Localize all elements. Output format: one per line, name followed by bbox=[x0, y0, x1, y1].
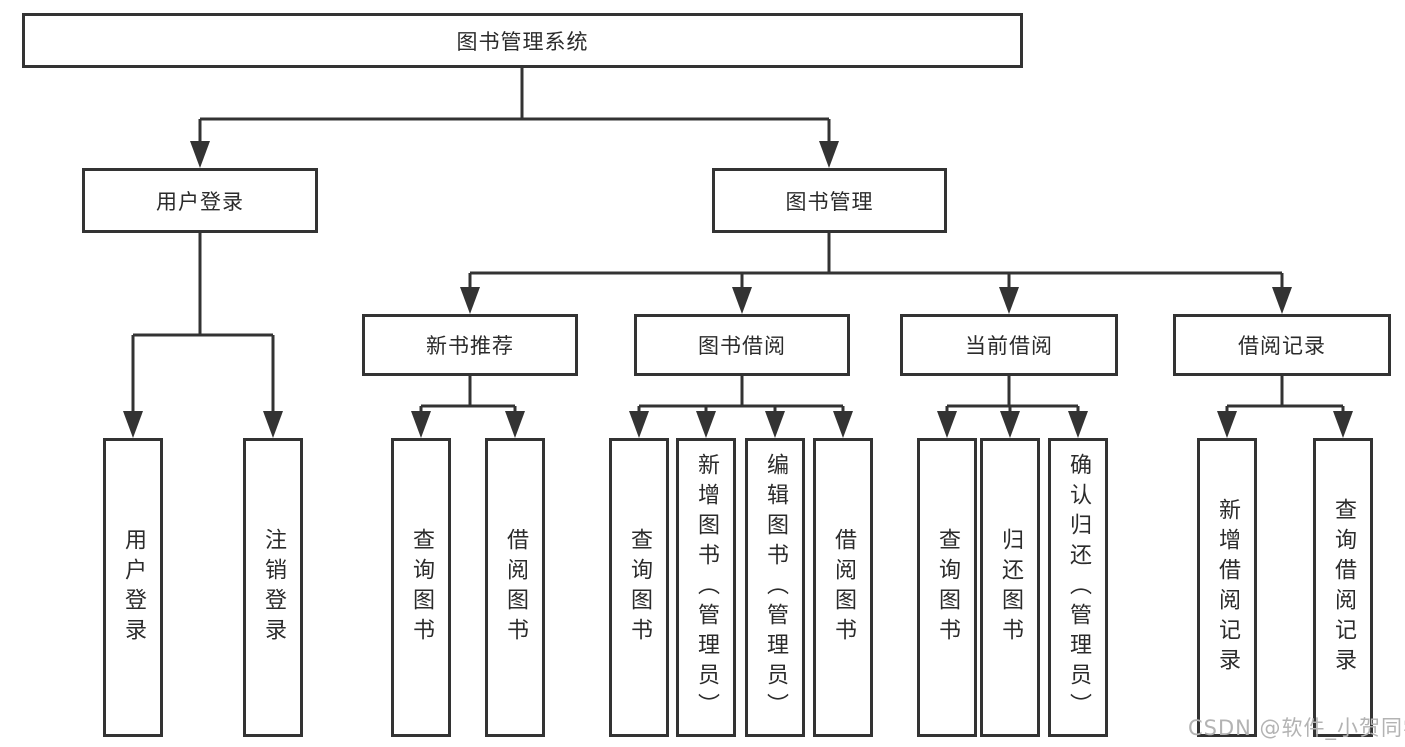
node-root-system: 图书管理系统 bbox=[22, 13, 1023, 68]
leaf-query-borrow-record-label: 查询借阅记录 bbox=[1331, 497, 1356, 678]
node-book-borrow-label: 图书借阅 bbox=[698, 334, 786, 358]
leaf-add-borrow-record-label: 新增借阅记录 bbox=[1215, 497, 1240, 678]
leaf-query-book-borrow-label: 查询图书 bbox=[627, 527, 652, 648]
leaf-return-book-label: 归还图书 bbox=[998, 527, 1023, 648]
node-book-management: 图书管理 bbox=[712, 168, 947, 233]
leaf-query-book-current-label: 查询图书 bbox=[935, 527, 960, 648]
node-borrow-record-label: 借阅记录 bbox=[1238, 334, 1326, 358]
leaf-query-book-borrow: 查询图书 bbox=[609, 438, 669, 737]
connector-userlogin-to-leaves bbox=[131, 233, 275, 420]
node-book-management-label: 图书管理 bbox=[785, 189, 874, 214]
leaf-confirm-return-admin: 确认归还（管理员） bbox=[1048, 438, 1108, 737]
leaf-query-book-newrec-label: 查询图书 bbox=[409, 527, 434, 648]
leaf-borrow-book-newrec-label: 借阅图书 bbox=[503, 527, 528, 648]
leaf-return-book: 归还图书 bbox=[980, 438, 1040, 737]
leaf-user-login-label: 用户登录 bbox=[121, 527, 146, 648]
connector-currentborrow-to-leaves bbox=[945, 376, 1080, 420]
leaf-add-book-admin: 新增图书（管理员） bbox=[676, 438, 736, 737]
leaf-logout-login: 注销登录 bbox=[243, 438, 303, 737]
leaf-confirm-return-admin-label: 确认归还（管理员） bbox=[1066, 452, 1091, 723]
connector-newbookrec-to-leaves bbox=[419, 376, 517, 420]
leaf-user-login: 用户登录 bbox=[103, 438, 163, 737]
leaf-borrow-book-newrec: 借阅图书 bbox=[485, 438, 545, 737]
node-book-borrow: 图书借阅 bbox=[634, 314, 850, 376]
leaf-borrow-book-borrow-label: 借阅图书 bbox=[831, 527, 856, 648]
leaf-edit-book-admin: 编辑图书（管理员） bbox=[745, 438, 805, 737]
node-new-book-recommend-label: 新书推荐 bbox=[426, 334, 514, 358]
connector-bookborrow-to-leaves bbox=[637, 376, 845, 420]
connector-borrowrecord-to-leaves bbox=[1225, 376, 1345, 420]
csdn-watermark: CSDN @软件_小贺同学 bbox=[1188, 716, 1405, 740]
node-current-borrow: 当前借阅 bbox=[900, 314, 1118, 376]
node-user-login: 用户登录 bbox=[82, 168, 318, 233]
leaf-add-book-admin-label: 新增图书（管理员） bbox=[694, 452, 719, 723]
node-root-label: 图书管理系统 bbox=[456, 29, 589, 54]
connector-bookmgmt-to-level3 bbox=[468, 233, 1284, 296]
leaf-query-borrow-record: 查询借阅记录 bbox=[1313, 438, 1373, 737]
leaf-edit-book-admin-label: 编辑图书（管理员） bbox=[763, 452, 788, 723]
connector-root-to-level2 bbox=[198, 68, 831, 150]
node-current-borrow-label: 当前借阅 bbox=[965, 334, 1053, 358]
leaf-add-borrow-record: 新增借阅记录 bbox=[1197, 438, 1257, 737]
node-user-login-label: 用户登录 bbox=[156, 189, 244, 214]
node-borrow-record: 借阅记录 bbox=[1173, 314, 1391, 376]
node-new-book-recommend: 新书推荐 bbox=[362, 314, 578, 376]
leaf-borrow-book-borrow: 借阅图书 bbox=[813, 438, 873, 737]
leaf-logout-login-label: 注销登录 bbox=[261, 527, 286, 648]
leaf-query-book-newrec: 查询图书 bbox=[391, 438, 451, 737]
leaf-query-book-current: 查询图书 bbox=[917, 438, 977, 737]
